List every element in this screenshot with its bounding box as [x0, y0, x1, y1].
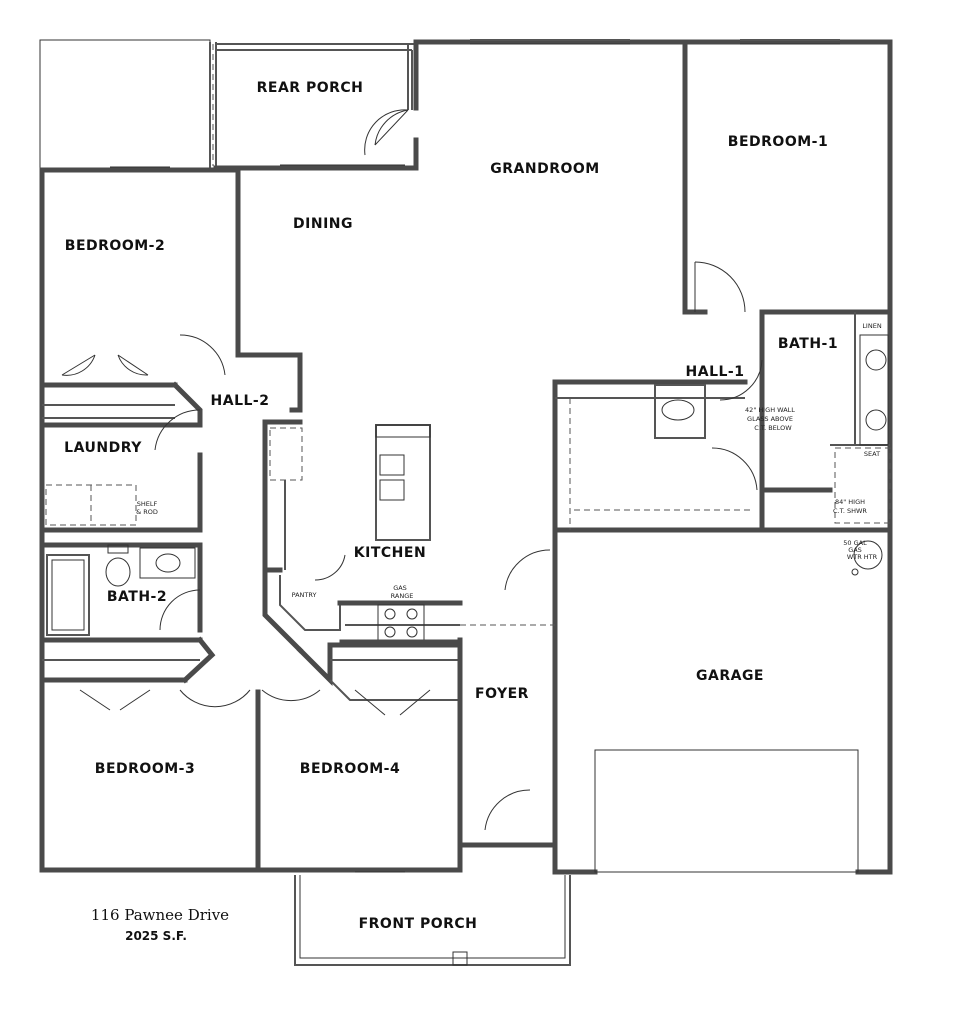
garage-label: GARAGE	[696, 668, 764, 684]
area-caption: 2025 S.F.	[125, 929, 187, 943]
foyer-label: FOYER	[475, 686, 529, 702]
bedroom-3-label: BEDROOM-3	[95, 761, 195, 777]
heater-note-3: WTR HTR	[847, 553, 878, 561]
shelf-note-1: SHELF	[137, 500, 158, 508]
bedroom-2-label: BEDROOM-2	[65, 238, 165, 254]
rear-porch-label: REAR PORCH	[257, 80, 364, 96]
heater-note-2: GAS	[848, 546, 862, 554]
wall-note-2: GLASS ABOVE	[747, 415, 793, 423]
bedroom-4-label: BEDROOM-4	[300, 761, 400, 777]
hall-1-label: HALL-1	[686, 364, 745, 380]
dining-label: DINING	[293, 216, 353, 232]
windows	[110, 39, 840, 168]
interior-walls	[39, 39, 893, 873]
range-note-1: GAS	[393, 584, 407, 592]
bath-1-fixtures	[661, 334, 891, 576]
wall-note-1: 42" HIGH WALL	[745, 406, 795, 414]
shelf-note-2: & ROD	[136, 508, 158, 516]
shower-note-2: C.T. SHWR	[833, 507, 867, 515]
pantry-note: PANTRY	[292, 591, 317, 599]
bedroom-1-label: BEDROOM-1	[728, 134, 828, 150]
seat-note: SEAT	[864, 450, 880, 458]
linen-note: LINEN	[862, 322, 882, 330]
front-porch-label: FRONT PORCH	[359, 916, 478, 932]
laundry-label: LAUNDRY	[64, 440, 142, 456]
grandroom-label: GRANDROOM	[490, 161, 599, 177]
hall-2-label: HALL-2	[211, 393, 270, 409]
door-swings	[61, 109, 763, 831]
shower-note-1: 84" HIGH	[835, 498, 865, 506]
front-porch-structure	[294, 871, 571, 966]
range-note-2: RANGE	[391, 592, 414, 600]
heater-note-1: 50 GAL	[843, 539, 867, 547]
rear-porch-structure	[39, 39, 416, 171]
bath-1-label: BATH-1	[778, 336, 838, 352]
kitchen-label: KITCHEN	[354, 545, 426, 561]
bath-2-label: BATH-2	[107, 589, 167, 605]
wall-note-3: C.T. BELOW	[754, 424, 792, 432]
address-caption: 116 Pawnee Drive	[91, 906, 229, 924]
